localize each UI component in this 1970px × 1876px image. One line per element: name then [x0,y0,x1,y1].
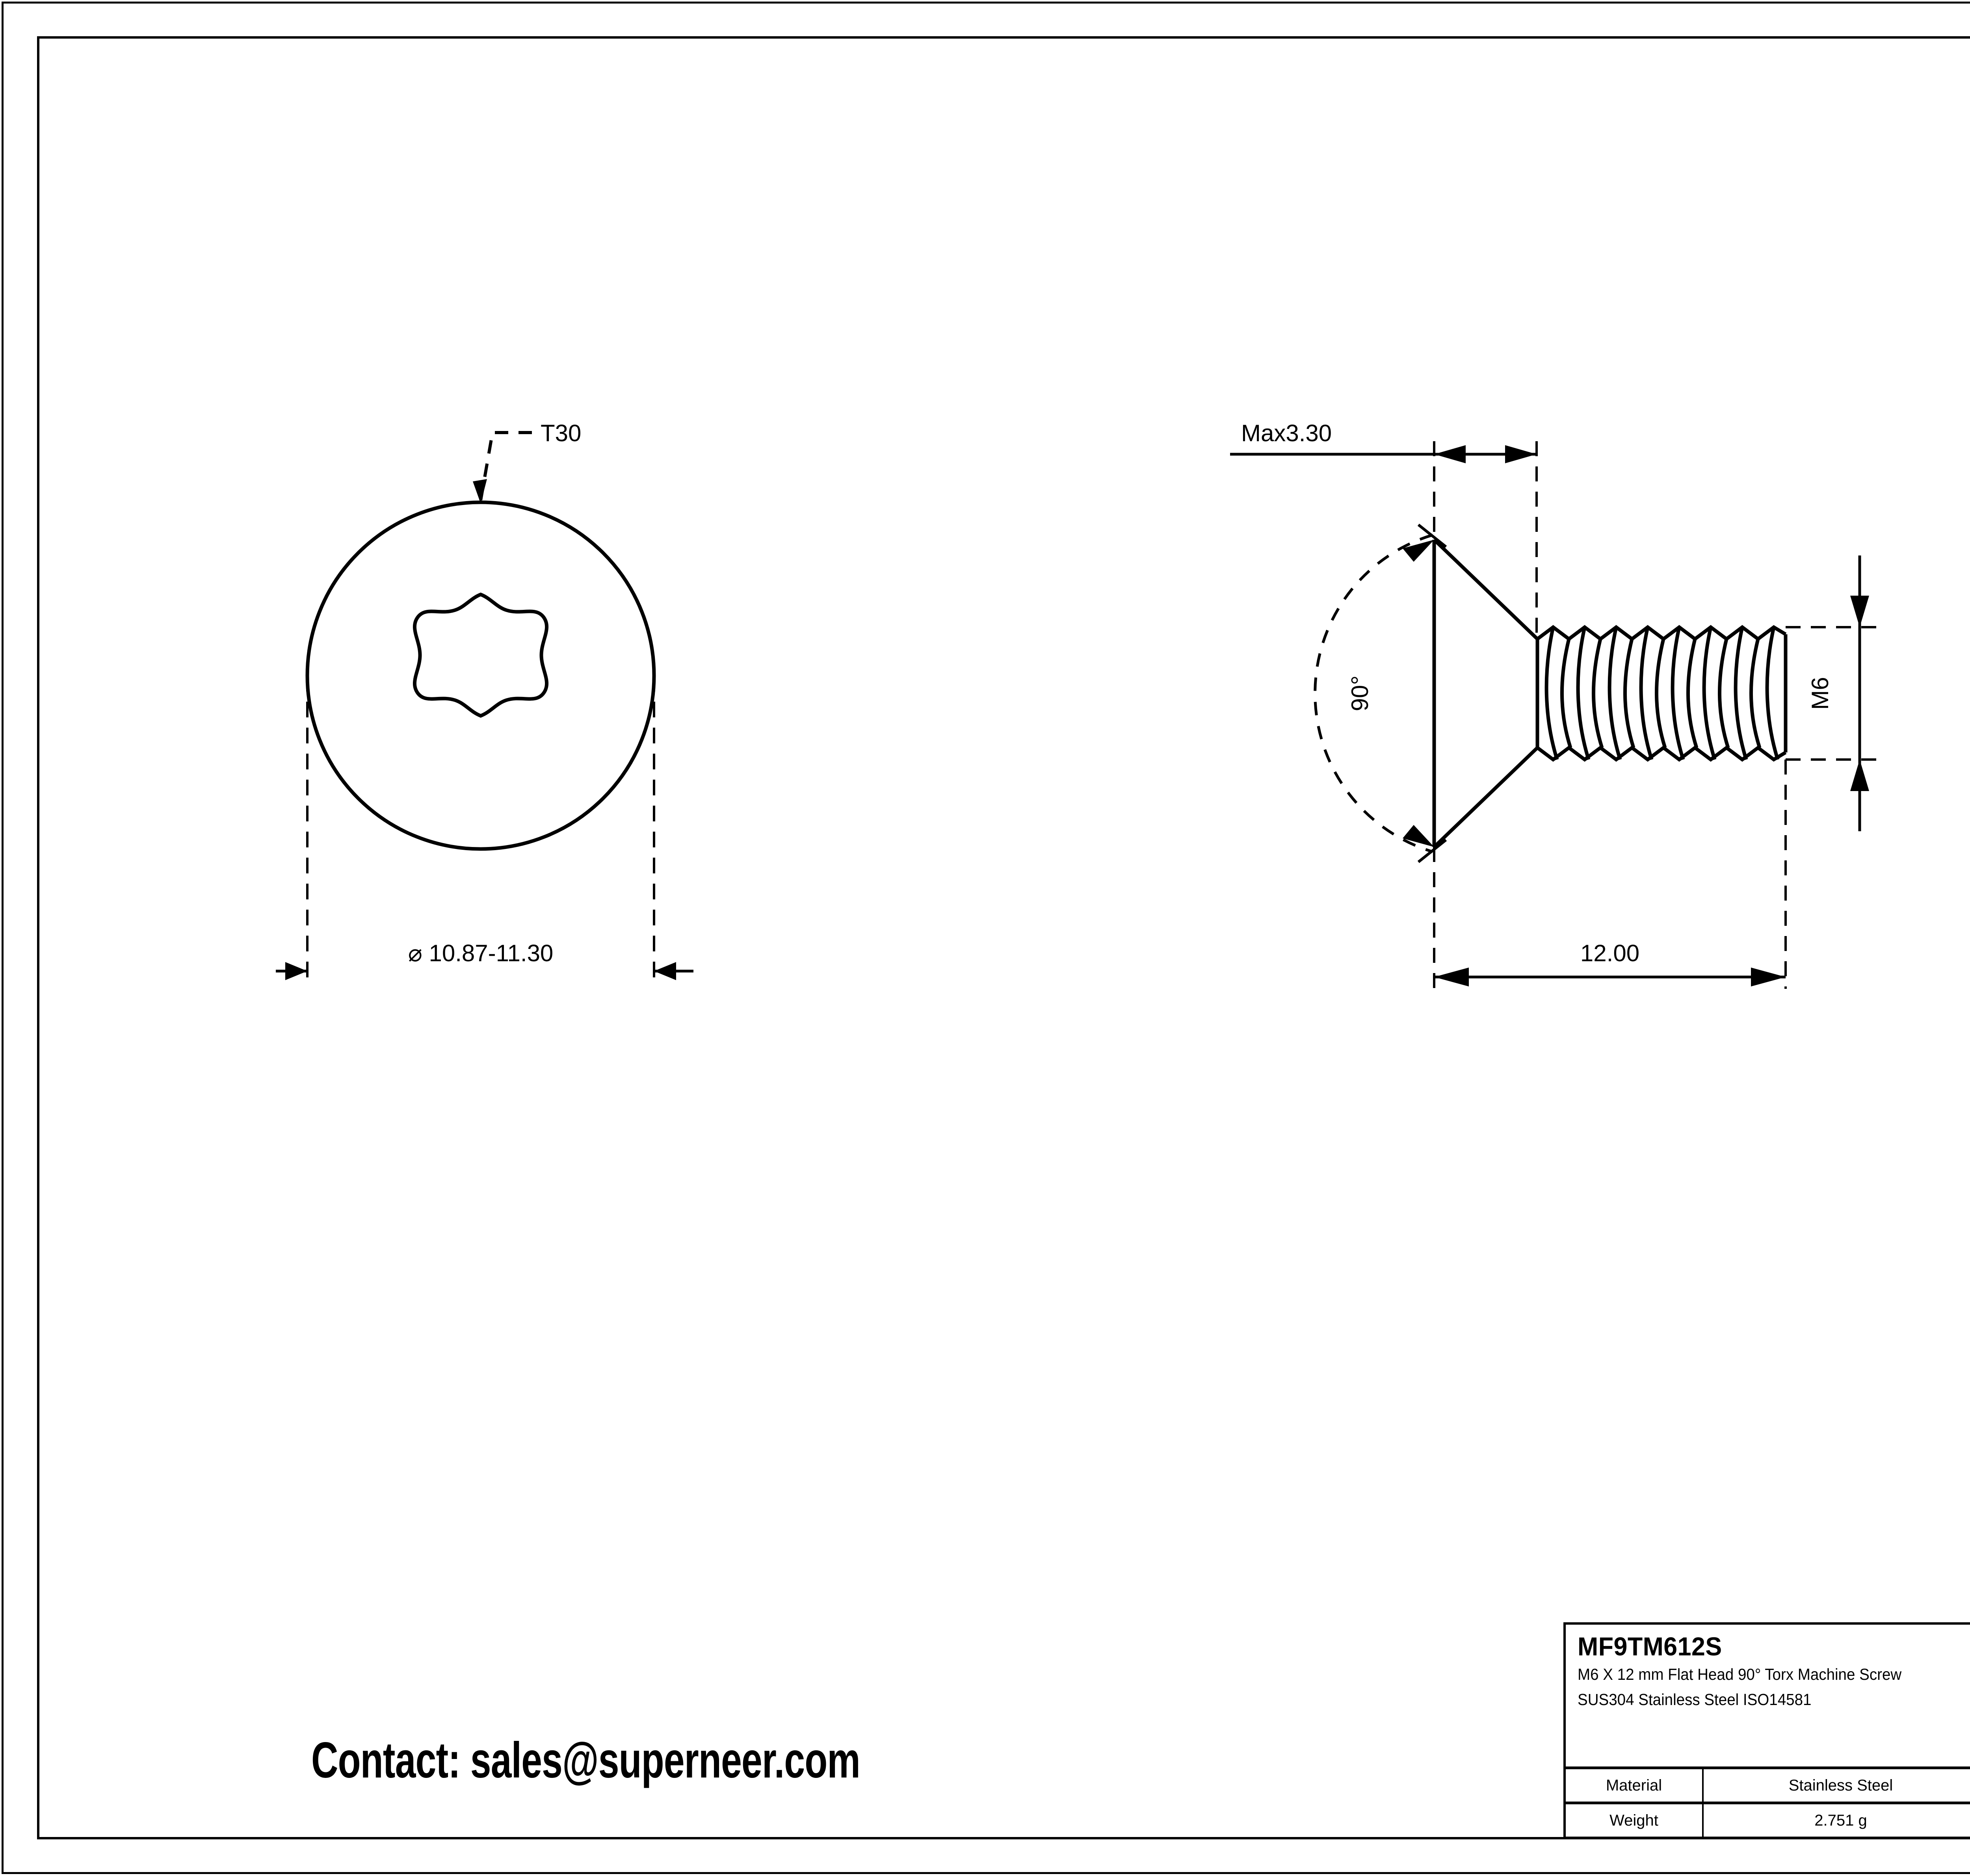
head-outline-circle [305,500,656,851]
side-view: Max3.30 [1214,370,1907,1052]
material-label: Material [1566,1769,1704,1802]
weight-row: Weight 2.751 g www.superneer.com [1566,1804,1970,1837]
head-diameter-dimension [276,676,693,981]
title-block: MF9TM612S M6 X 12 mm Flat Head 90° Torx … [1563,1622,1970,1839]
sheet-inner-border [37,36,1970,1839]
t30-label: T30 [541,420,581,446]
length-label: 12.00 [1580,940,1639,966]
material-value: Stainless Steel [1704,1769,1970,1802]
material-row: Material Stainless Steel Finish Passivat… [1566,1769,1970,1804]
head-height-label: Max3.30 [1241,420,1332,446]
screw-profile [1432,538,1539,849]
t30-leader [479,431,532,501]
thread-profile [1536,625,1788,762]
head-angle-label: 90° [1347,676,1373,711]
weight-label: Weight [1566,1804,1704,1837]
description-line-1: M6 X 12 mm Flat Head 90° Torx Machine Sc… [1578,1665,1902,1683]
length-dimension [1433,760,1787,989]
weight-value: 2.751 g [1704,1804,1970,1837]
head-angle-dimension [1314,524,1447,863]
top-view: T30 ⌀ 10.87-11.30 [276,378,768,1040]
description-line-2: SUS304 Stainless Steel ISO14581 [1578,1690,1812,1709]
head-height-dimension [1230,441,1538,642]
title-block-info: MF9TM612S M6 X 12 mm Flat Head 90° Torx … [1566,1625,1970,1837]
t30-leader-arrowhead [473,479,487,503]
title-block-description: MF9TM612S M6 X 12 mm Flat Head 90° Torx … [1566,1625,1970,1769]
thread-spec-label: M6 [1807,677,1833,710]
torx-socket-outline [413,593,549,718]
head-diameter-label: ⌀ 10.87-11.30 [408,940,554,966]
part-number: MF9TM612S [1578,1632,1722,1661]
contact-text: Contact: sales@superneer.com [311,1732,860,1789]
